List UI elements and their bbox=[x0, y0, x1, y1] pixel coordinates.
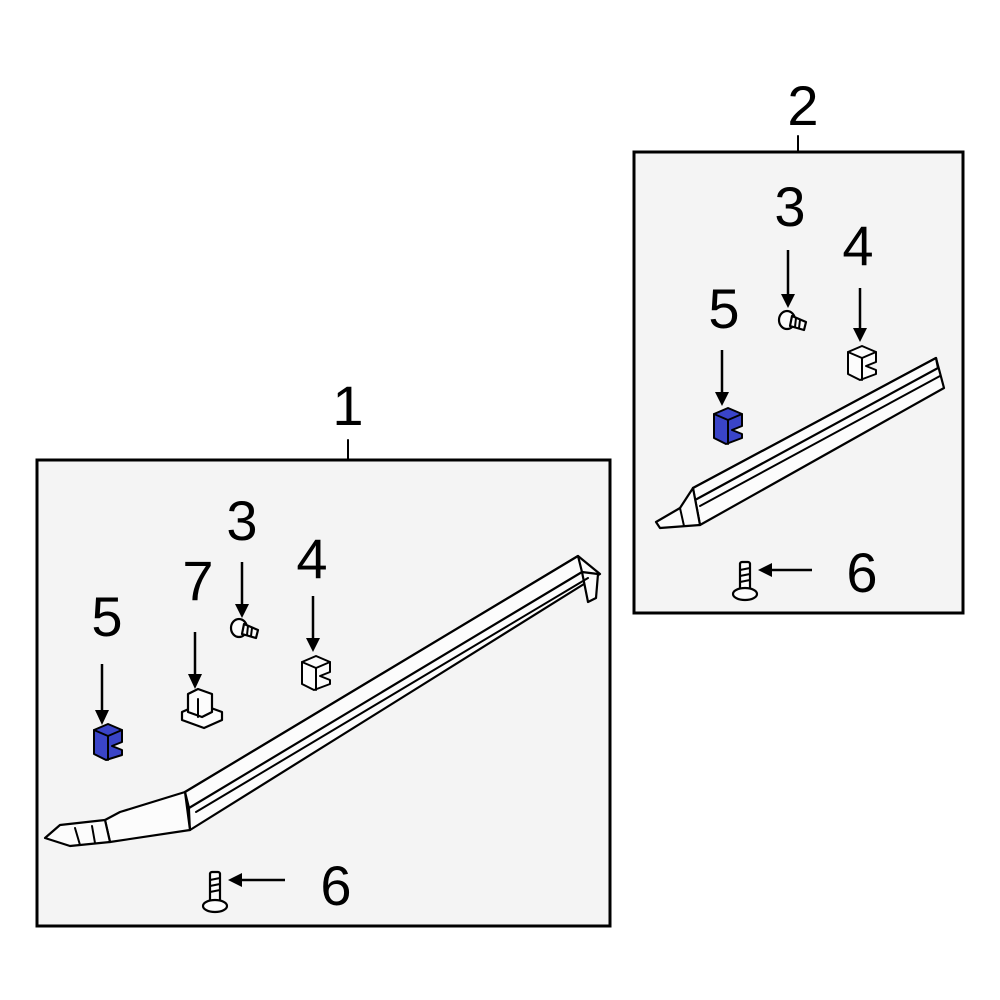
callout-1-part-3: 3 bbox=[226, 489, 257, 552]
push-pin-part-7-icon bbox=[180, 687, 224, 730]
clip-2-part-5-icon bbox=[713, 407, 743, 445]
assembly-2: 2 5 3 4 bbox=[632, 74, 965, 615]
rocker-molding-1 bbox=[43, 554, 602, 848]
callout-1-part-5: 5 bbox=[91, 585, 122, 648]
assembly-1-frame bbox=[35, 458, 612, 928]
screw-2-part-3-icon bbox=[777, 309, 808, 332]
bolt-2-part-6-icon bbox=[731, 560, 759, 602]
screw-part-3-icon bbox=[229, 617, 260, 640]
clip-2-part-4-icon bbox=[847, 345, 877, 381]
callout-2-part-5: 5 bbox=[708, 277, 739, 340]
callout-1: 1 bbox=[332, 374, 363, 437]
callout-2: 2 bbox=[787, 74, 818, 137]
rocker-molding-2 bbox=[654, 356, 946, 530]
callout-2-part-6: 6 bbox=[846, 541, 877, 604]
assembly-1: 1 5 7 bbox=[35, 374, 612, 928]
callout-1-part-7: 7 bbox=[182, 549, 213, 612]
callout-1-part-4: 4 bbox=[296, 527, 327, 590]
clip-part-5-icon bbox=[93, 723, 123, 761]
callout-1-part-6: 6 bbox=[320, 854, 351, 917]
bolt-part-6-icon bbox=[201, 870, 229, 914]
clip-part-4-icon bbox=[301, 655, 331, 691]
callout-2-part-3: 3 bbox=[774, 175, 805, 238]
callout-2-part-4: 4 bbox=[842, 214, 873, 277]
